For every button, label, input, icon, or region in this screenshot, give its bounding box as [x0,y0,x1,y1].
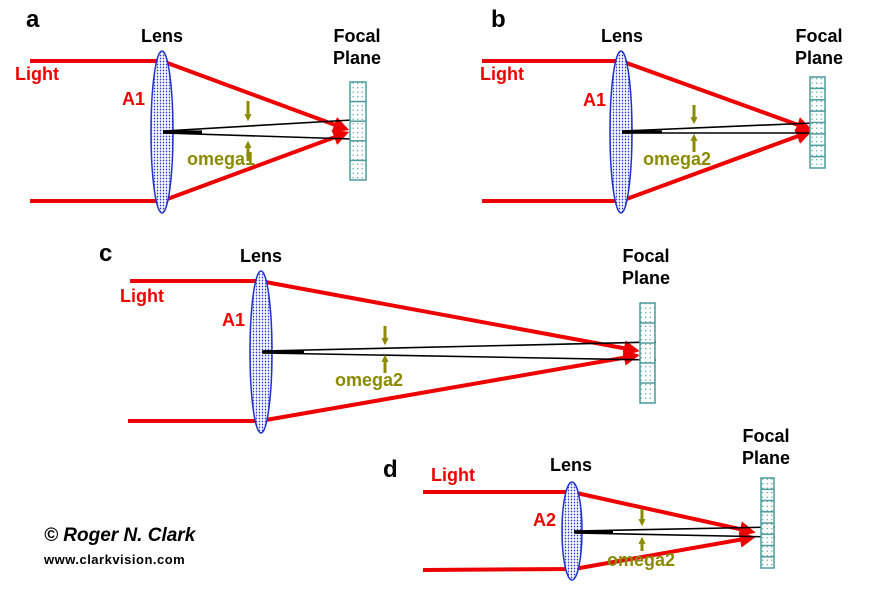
copyright-credit: © Roger N. Clark [44,525,196,546]
panel-a-focal-plane-pixels [350,100,366,162]
panel-b-lens-label: Lens [601,26,644,46]
panel-c-focal-plane-pixels [640,322,655,384]
panel-c-beam-lower [262,352,657,361]
panel-d-beam-upper [574,526,776,532]
panel-a-top-light-ray [30,59,350,133]
panel-c-beam-upper [262,341,657,352]
panel-c-top-light-ray [130,279,640,357]
panel-c-light-label: Light [120,286,164,306]
panel-b-aperture-label: A1 [583,90,607,110]
panel-d-light-label: Light [431,465,475,485]
panel-a-beam-lower [163,132,353,140]
panel-b-focal-plane-label: Focal Plane [794,26,844,68]
panel-d-letter: d [383,456,398,483]
panel-a-light-label: Light [15,64,59,84]
panel-a-beam-upper [163,119,353,132]
panel-b-beam-upper [622,122,814,132]
panel-d-bottom-light-ray [422,531,756,572]
panel-d-angle-label: omega2 [607,550,676,570]
panel-a-lens-label: Lens [141,26,184,46]
panel-a-letter: a [26,6,40,33]
panel-b-bottom-light-ray [482,128,813,203]
panel-c-lens-label: Lens [240,246,283,266]
panel-a-diagram [30,50,367,214]
panel-d-focal-plane-pixels [761,488,774,558]
panel-b-angle-label: omega2 [643,149,712,169]
panel-b-light-label: Light [480,64,524,84]
panel-a-bottom-light-ray [30,129,350,203]
panel-b-diagram [482,50,826,214]
panel-d-aperture-label: A2 [533,510,557,530]
panel-a-aperture-label: A1 [122,89,146,109]
panel-a-focal-plane [349,81,367,181]
panel-c-focal-plane-label: Focal Plane [621,246,671,288]
panel-c-aperture-label: A1 [222,310,246,330]
panel-d-focal-plane-label: Focal Plane [741,426,791,468]
panel-d-beam-lower [574,532,776,538]
panel-b-focal-plane-pixels [810,87,825,158]
panel-c-letter: c [99,240,113,267]
panel-d-diagram [422,477,776,581]
panel-c-focal-plane [639,302,656,404]
panel-a-focal-plane-label: Focal Plane [332,26,382,68]
panel-a-angle-label: omega1 [187,149,256,169]
panel-c-angle-label: omega2 [335,370,404,390]
panel-d-lens-label: Lens [550,455,593,475]
panel-b-top-light-ray [482,59,813,133]
panel-d-top-light-ray [423,490,756,537]
panel-c-diagram [128,270,657,434]
website-url: www.clarkvision.com [44,552,186,567]
panel-b-letter: b [491,6,506,33]
